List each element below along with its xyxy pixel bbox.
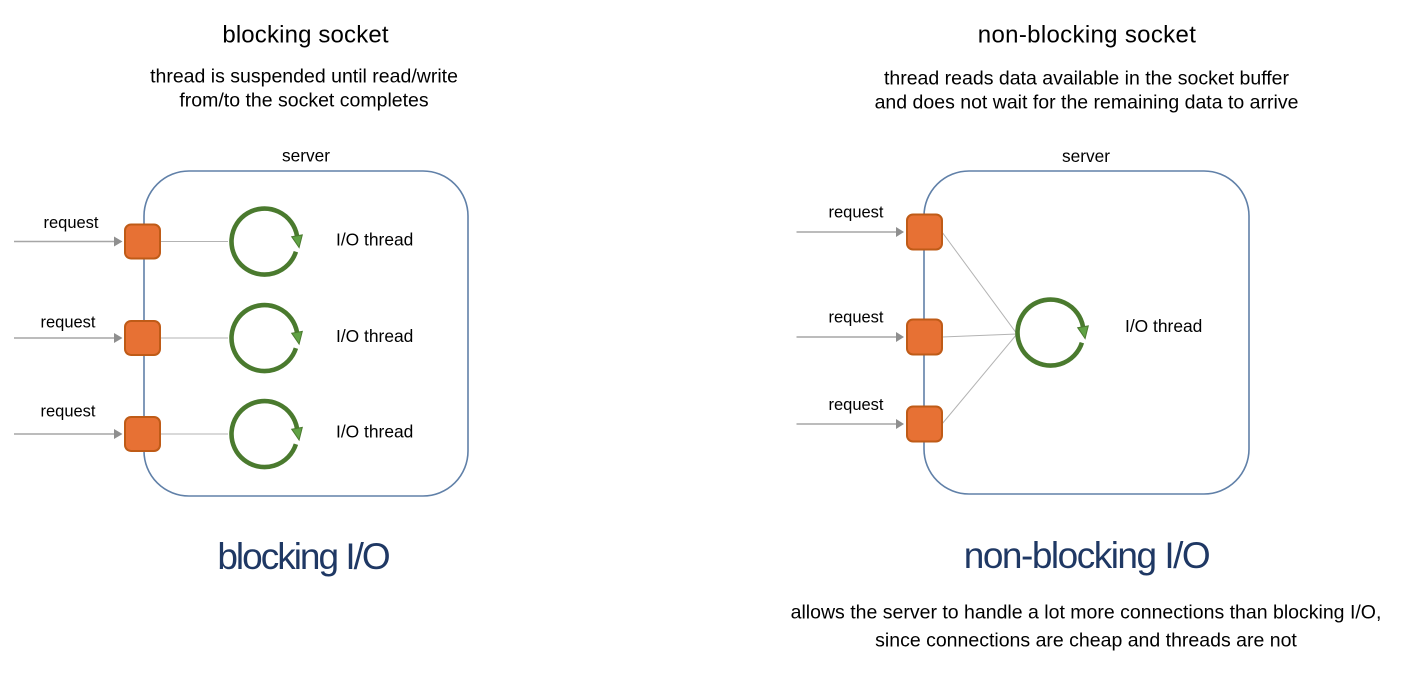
svg-text:I/O thread: I/O thread <box>336 326 413 346</box>
svg-text:request: request <box>828 309 883 327</box>
svg-text:and does not wait for the rema: and does not wait for the remaining data… <box>875 92 1299 114</box>
svg-text:non-blocking socket: non-blocking socket <box>978 22 1196 49</box>
svg-text:I/O thread: I/O thread <box>336 230 413 250</box>
svg-text:non-blocking I/O: non-blocking I/O <box>964 535 1210 576</box>
svg-text:thread is suspended until read: thread is suspended until read/write <box>150 66 458 88</box>
svg-text:request: request <box>40 314 95 332</box>
svg-text:request: request <box>828 204 883 222</box>
svg-text:server: server <box>1062 146 1110 166</box>
svg-text:I/O thread: I/O thread <box>1125 316 1202 336</box>
svg-text:request: request <box>40 403 95 421</box>
svg-text:since connections are cheap an: since connections are cheap and threads … <box>875 630 1297 652</box>
svg-text:request: request <box>828 396 883 414</box>
svg-text:thread reads data available in: thread reads data available in the socke… <box>884 68 1290 90</box>
svg-text:allows the server to handle a: allows the server to handle a lot more c… <box>791 602 1382 624</box>
svg-text:server: server <box>282 146 330 166</box>
svg-text:blocking socket: blocking socket <box>222 22 389 49</box>
svg-text:I/O thread: I/O thread <box>336 422 413 442</box>
svg-text:from/to the socket completes: from/to the socket completes <box>179 90 429 112</box>
svg-text:blocking I/O: blocking I/O <box>217 536 390 577</box>
svg-text:request: request <box>43 214 98 232</box>
